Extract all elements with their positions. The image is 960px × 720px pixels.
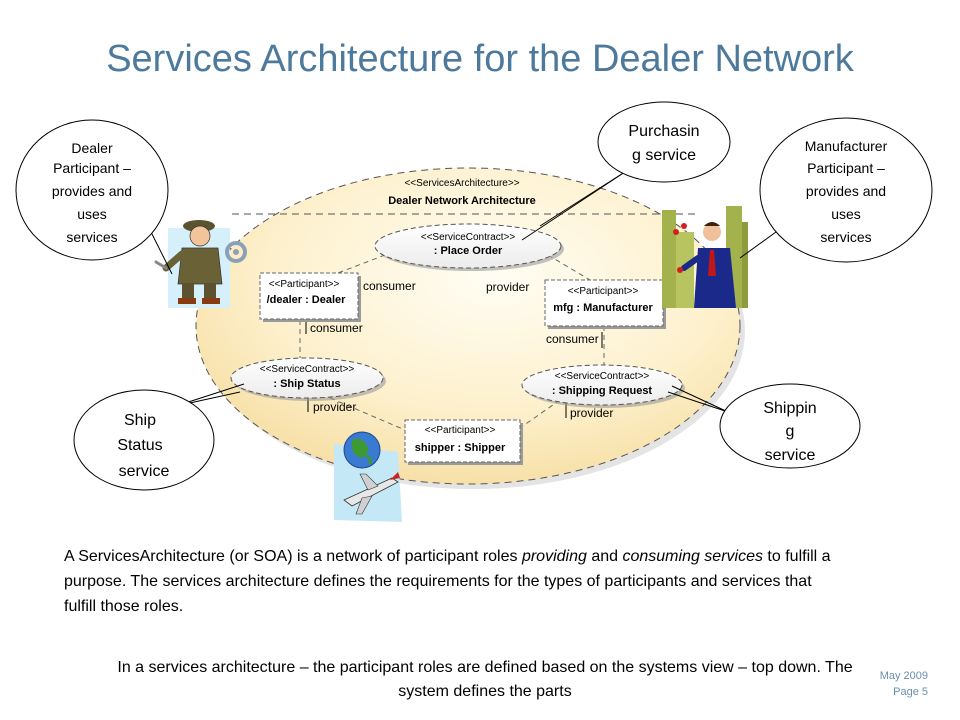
- mechanic-clipart-icon: [154, 220, 247, 308]
- contract-stereotype: <<ServiceContract>>: [555, 371, 650, 382]
- participant-name: /dealer : Dealer: [267, 294, 347, 306]
- role-consumer-shippingrequest: consumer: [546, 332, 599, 346]
- svg-text:Ship: Ship: [124, 412, 156, 429]
- emphasis-consuming-services: consuming services: [622, 548, 763, 565]
- callout-manufacturer: Manufacturer Participant – provides and …: [739, 117, 933, 263]
- connector-placeorder-mfg: [547, 254, 591, 281]
- contract-name: : Ship Status: [273, 378, 340, 390]
- participant-manufacturer[interactable]: <<Participant>> mfg : Manufacturer: [544, 279, 666, 329]
- contract-place-order[interactable]: <<ServiceContract>> : Place Order: [374, 223, 564, 271]
- svg-text:Shippin: Shippin: [763, 400, 816, 417]
- participant-name: mfg : Manufacturer: [553, 302, 653, 314]
- participant-stereotype: <<Participant>>: [568, 286, 639, 297]
- contract-shipping-request[interactable]: <<ServiceContract>> : Shipping Request: [521, 364, 685, 408]
- svg-text:uses: uses: [831, 206, 861, 222]
- role-provider-shippingrequest: provider: [570, 406, 613, 420]
- svg-text:Dealer: Dealer: [71, 140, 113, 156]
- role-provider-placeorder: provider: [486, 280, 529, 294]
- connector-shippingrequest-shipper: [519, 399, 561, 429]
- globe-airplane-clipart-icon: [334, 431, 402, 522]
- participant-stereotype: <<Participant>>: [425, 425, 496, 436]
- role-provider-shipstatus: provider: [313, 400, 356, 414]
- participant-stereotype: <<Participant>>: [269, 279, 340, 290]
- svg-text:provides and: provides and: [806, 183, 886, 199]
- role-consumer-shipstatus: consumer: [310, 321, 363, 335]
- svg-text:Participant –: Participant –: [807, 160, 885, 176]
- participant-shipper[interactable]: <<Participant>> shipper : Shipper: [404, 419, 523, 465]
- businessman-clipart-icon: [662, 206, 748, 308]
- svg-text:Participant –: Participant –: [53, 160, 131, 176]
- svg-text:service: service: [119, 463, 170, 480]
- svg-text:Purchasin: Purchasin: [628, 123, 699, 140]
- svg-text:g: g: [786, 423, 795, 440]
- svg-text:Manufacturer: Manufacturer: [805, 138, 888, 154]
- role-labels: consumer provider consumer provider cons…: [305, 279, 613, 420]
- callout-shipping: Shippin g service: [667, 383, 861, 469]
- participant-name: shipper : Shipper: [415, 442, 506, 454]
- callout-ship-status: Ship Status service: [73, 383, 245, 491]
- contract-name: : Place Order: [434, 245, 503, 257]
- footer-page-number: Page 5: [893, 686, 928, 698]
- architecture-name: Dealer Network Architecture: [388, 195, 536, 207]
- architecture-stereotype: <<ServicesArchitecture>>: [404, 178, 519, 189]
- slide-title: Services Architecture for the Dealer Net…: [106, 38, 854, 80]
- footer-date: May 2009: [879, 670, 928, 682]
- svg-text:Status: Status: [117, 437, 162, 454]
- callout-purchasing: Purchasin g service: [521, 101, 731, 241]
- callout-dealer: Dealer Participant – provides and uses s…: [15, 119, 173, 275]
- connector-shipstatus-shipper: [329, 397, 406, 431]
- svg-text:g service: g service: [632, 147, 696, 164]
- note-paragraph: In a services architecture – the partici…: [117, 659, 853, 700]
- svg-text:services: services: [66, 229, 117, 245]
- contract-name: : Shipping Request: [552, 385, 653, 397]
- svg-text:service: service: [765, 447, 816, 464]
- svg-text:provides and: provides and: [52, 183, 132, 199]
- description-paragraph: A ServicesArchitecture (or SOA) is a net…: [64, 548, 831, 615]
- svg-text:uses: uses: [77, 206, 107, 222]
- contract-stereotype: <<ServiceContract>>: [421, 232, 516, 243]
- contract-stereotype: <<ServiceContract>>: [260, 364, 355, 375]
- svg-text:services: services: [820, 229, 871, 245]
- role-consumer-placeorder: consumer: [363, 279, 416, 293]
- contract-ship-status[interactable]: <<ServiceContract>> : Ship Status: [230, 357, 386, 401]
- emphasis-providing: providing: [521, 548, 587, 565]
- participant-dealer[interactable]: <<Participant>> /dealer : Dealer: [259, 272, 361, 322]
